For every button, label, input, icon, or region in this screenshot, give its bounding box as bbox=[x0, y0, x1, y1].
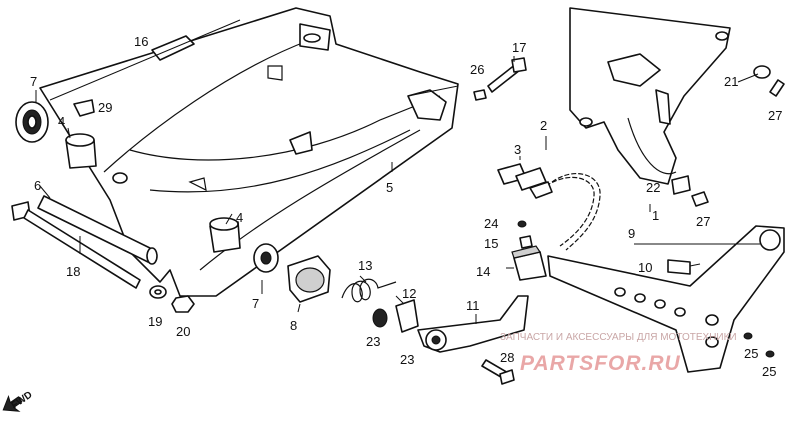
collar-21 bbox=[753, 65, 771, 79]
pivot-collar bbox=[37, 195, 158, 265]
label-2: 2 bbox=[540, 118, 547, 133]
fwd-arrow-icon bbox=[2, 394, 23, 412]
stand-bracket bbox=[547, 225, 785, 373]
label-1: 1 bbox=[652, 208, 659, 223]
bolt-17 bbox=[487, 57, 527, 93]
watermark-brand: PARTSFOR.RU bbox=[520, 352, 681, 375]
label-21: 21 bbox=[724, 74, 738, 89]
screw-24 bbox=[517, 220, 527, 228]
label-6: 6 bbox=[34, 178, 41, 193]
label-25-b: 25 bbox=[762, 364, 776, 379]
screw-25-b bbox=[765, 350, 775, 358]
watermark-line: ЗАПЧАСТИ И АКСЕССУАРЫ ДЛЯ МОТОТЕХНИКИ bbox=[500, 332, 737, 343]
rubber-block bbox=[511, 245, 547, 281]
plate bbox=[667, 259, 691, 275]
label-23-left: 23 bbox=[366, 334, 380, 349]
dust-seal-right bbox=[253, 243, 279, 273]
nut bbox=[171, 295, 195, 313]
bolt-28 bbox=[481, 359, 515, 385]
label-12: 12 bbox=[402, 286, 416, 301]
bolt-27-lower bbox=[691, 191, 709, 207]
label-9: 9 bbox=[628, 226, 635, 241]
label-19: 19 bbox=[148, 314, 162, 329]
label-18: 18 bbox=[66, 264, 80, 279]
drive-chain bbox=[545, 173, 601, 251]
bushing-upper bbox=[65, 133, 97, 169]
label-27-lower: 27 bbox=[696, 214, 710, 229]
clip bbox=[73, 99, 95, 117]
label-5: 5 bbox=[386, 180, 393, 195]
pivot-cap bbox=[287, 255, 331, 303]
label-11: 11 bbox=[466, 298, 480, 313]
bolt-27-top bbox=[769, 79, 785, 97]
label-17: 17 bbox=[512, 40, 526, 55]
label-26: 26 bbox=[470, 62, 484, 77]
screw-26 bbox=[473, 89, 487, 101]
label-25-a: 25 bbox=[744, 346, 758, 361]
label-3: 3 bbox=[514, 142, 521, 157]
label-4-top: 4 bbox=[58, 114, 65, 129]
part-labels: 16 17 7 26 29 4 21 27 2 3 5 6 22 1 4 27 … bbox=[10, 34, 783, 411]
label-27-top: 27 bbox=[768, 108, 782, 123]
label-20: 20 bbox=[176, 324, 190, 339]
label-14: 14 bbox=[476, 264, 490, 279]
fwd-label: FWD bbox=[10, 389, 35, 411]
label-4-lower: 4 bbox=[236, 210, 243, 225]
label-7-top: 7 bbox=[30, 74, 37, 89]
label-7-lower: 7 bbox=[252, 296, 259, 311]
washer bbox=[149, 285, 167, 299]
label-8: 8 bbox=[290, 318, 297, 333]
stand-arm bbox=[417, 295, 529, 353]
swingarm bbox=[39, 7, 459, 297]
bolt-15 bbox=[519, 235, 533, 249]
label-28: 28 bbox=[500, 350, 514, 365]
chain-link bbox=[497, 163, 553, 199]
pivot-bolt bbox=[11, 201, 141, 289]
label-13: 13 bbox=[358, 258, 372, 273]
label-16: 16 bbox=[134, 34, 148, 49]
screw-25-a bbox=[743, 332, 753, 340]
bushing-lower bbox=[209, 217, 241, 253]
pivot-pin bbox=[395, 299, 419, 333]
chain-guard bbox=[569, 7, 731, 185]
collar-left bbox=[372, 308, 388, 328]
leader-lines bbox=[35, 19, 760, 324]
label-22: 22 bbox=[646, 180, 660, 195]
return-spring bbox=[341, 278, 397, 303]
label-23-right: 23 bbox=[400, 352, 414, 367]
collar-22 bbox=[671, 175, 691, 195]
label-29: 29 bbox=[98, 100, 112, 115]
label-15: 15 bbox=[484, 236, 498, 251]
watermark: ЗАПЧАСТИ И АКСЕССУАРЫ ДЛЯ МОТОТЕХНИКИ PA… bbox=[500, 332, 737, 375]
label-24: 24 bbox=[484, 216, 498, 231]
label-10: 10 bbox=[638, 260, 652, 275]
dust-seal bbox=[15, 101, 49, 143]
